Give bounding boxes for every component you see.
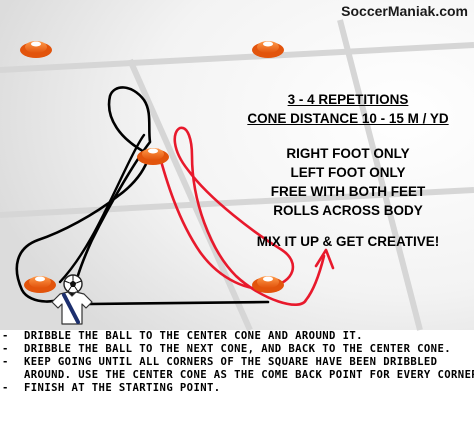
- cone-bottom-right: [252, 276, 284, 293]
- finish-arrow: [304, 254, 326, 302]
- step-item: AROUND. USE THE CENTER CONE AS THE COME …: [0, 369, 474, 382]
- list-dash: -: [2, 343, 9, 355]
- step-item: - DRIBBLE THE BALL TO THE NEXT CONE, AND …: [0, 343, 474, 356]
- list-dash: -: [2, 382, 9, 394]
- variation-item: RIGHT FOOT ONLY: [286, 146, 410, 161]
- step-item: - KEEP GOING UNTIL ALL CORNERS OF THE SQU…: [0, 356, 474, 369]
- variation-item: ROLLS ACROSS BODY: [273, 203, 423, 218]
- field-lines: [0, 19, 474, 332]
- step-text: DRIBBLE THE BALL TO THE CENTER CONE AND …: [24, 330, 363, 342]
- soccer-ball-icon: [63, 274, 83, 294]
- step-text: DRIBBLE THE BALL TO THE NEXT CONE, AND B…: [24, 343, 452, 355]
- cone-bottom-left: [24, 276, 56, 293]
- step-text: AROUND. USE THE CENTER CONE AS THE COME …: [24, 369, 474, 381]
- step-list: - DRIBBLE THE BALL TO THE CENTER CONE AND…: [0, 330, 474, 395]
- repetitions-heading: 3 - 4 REPETITIONS: [287, 92, 409, 107]
- variation-item: FREE WITH BOTH FEET: [270, 184, 426, 199]
- list-dash: -: [2, 356, 9, 368]
- list-dash: -: [2, 330, 9, 342]
- cone-top-right: [252, 41, 284, 58]
- step-text: FINISH AT THE STARTING POINT.: [24, 382, 221, 394]
- cone-top-left: [20, 41, 52, 58]
- jersey-icon: [51, 291, 93, 325]
- step-item: - DRIBBLE THE BALL TO THE CENTER CONE AND…: [0, 330, 474, 343]
- brand-logo-text: SoccerManiak.com: [341, 3, 468, 19]
- step-item: - FINISH AT THE STARTING POINT.: [0, 382, 474, 395]
- finish-arrowhead: [314, 248, 335, 270]
- variation-item: LEFT FOOT ONLY: [290, 165, 406, 180]
- step-text: KEEP GOING UNTIL ALL CORNERS OF THE SQUA…: [24, 356, 438, 368]
- dribble-path-black-diagonal: [58, 133, 146, 284]
- cone-distance-heading: CONE DISTANCE 10 - 15 M / YD: [247, 111, 449, 126]
- creative-callout: MIX IT UP & GET CREATIVE!: [256, 234, 440, 249]
- drill-instructions: 3 - 4 REPETITIONS CONE DISTANCE 10 - 15 …: [228, 90, 468, 251]
- dribble-path-red: [156, 126, 308, 306]
- dribble-path-black: [15, 86, 270, 306]
- cone-center: [137, 148, 169, 165]
